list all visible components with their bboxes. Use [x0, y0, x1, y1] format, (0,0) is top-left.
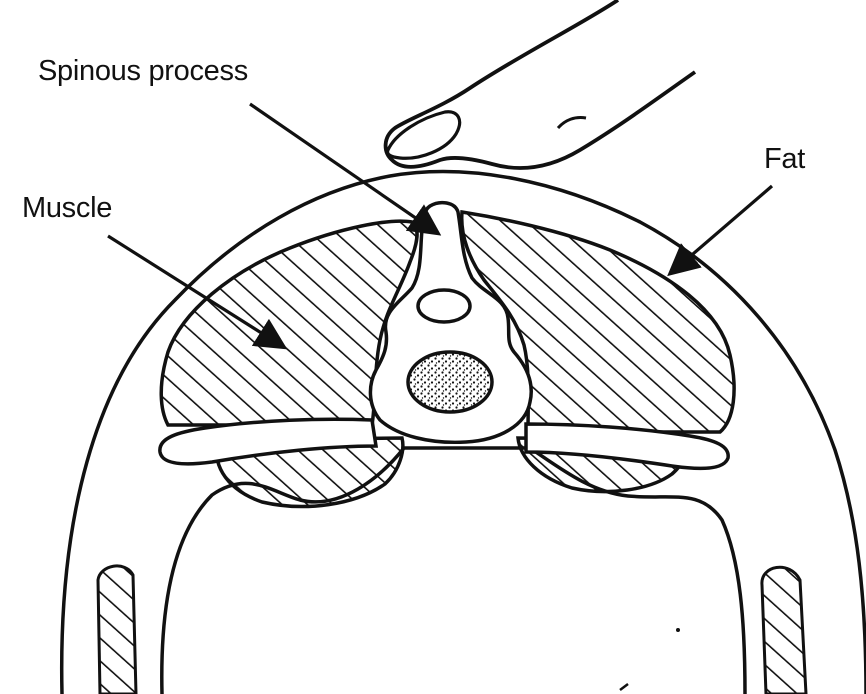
spinal-canal	[418, 290, 470, 322]
spinous-process-label: Spinous process	[38, 55, 248, 88]
right-rib	[762, 567, 806, 694]
fat-label: Fat	[764, 143, 805, 176]
spinal-cord	[408, 352, 492, 412]
muscle-label: Muscle	[22, 192, 112, 225]
speck	[676, 628, 680, 632]
fat-pointer	[672, 186, 772, 272]
left-rib	[98, 566, 136, 694]
speck	[620, 684, 628, 690]
